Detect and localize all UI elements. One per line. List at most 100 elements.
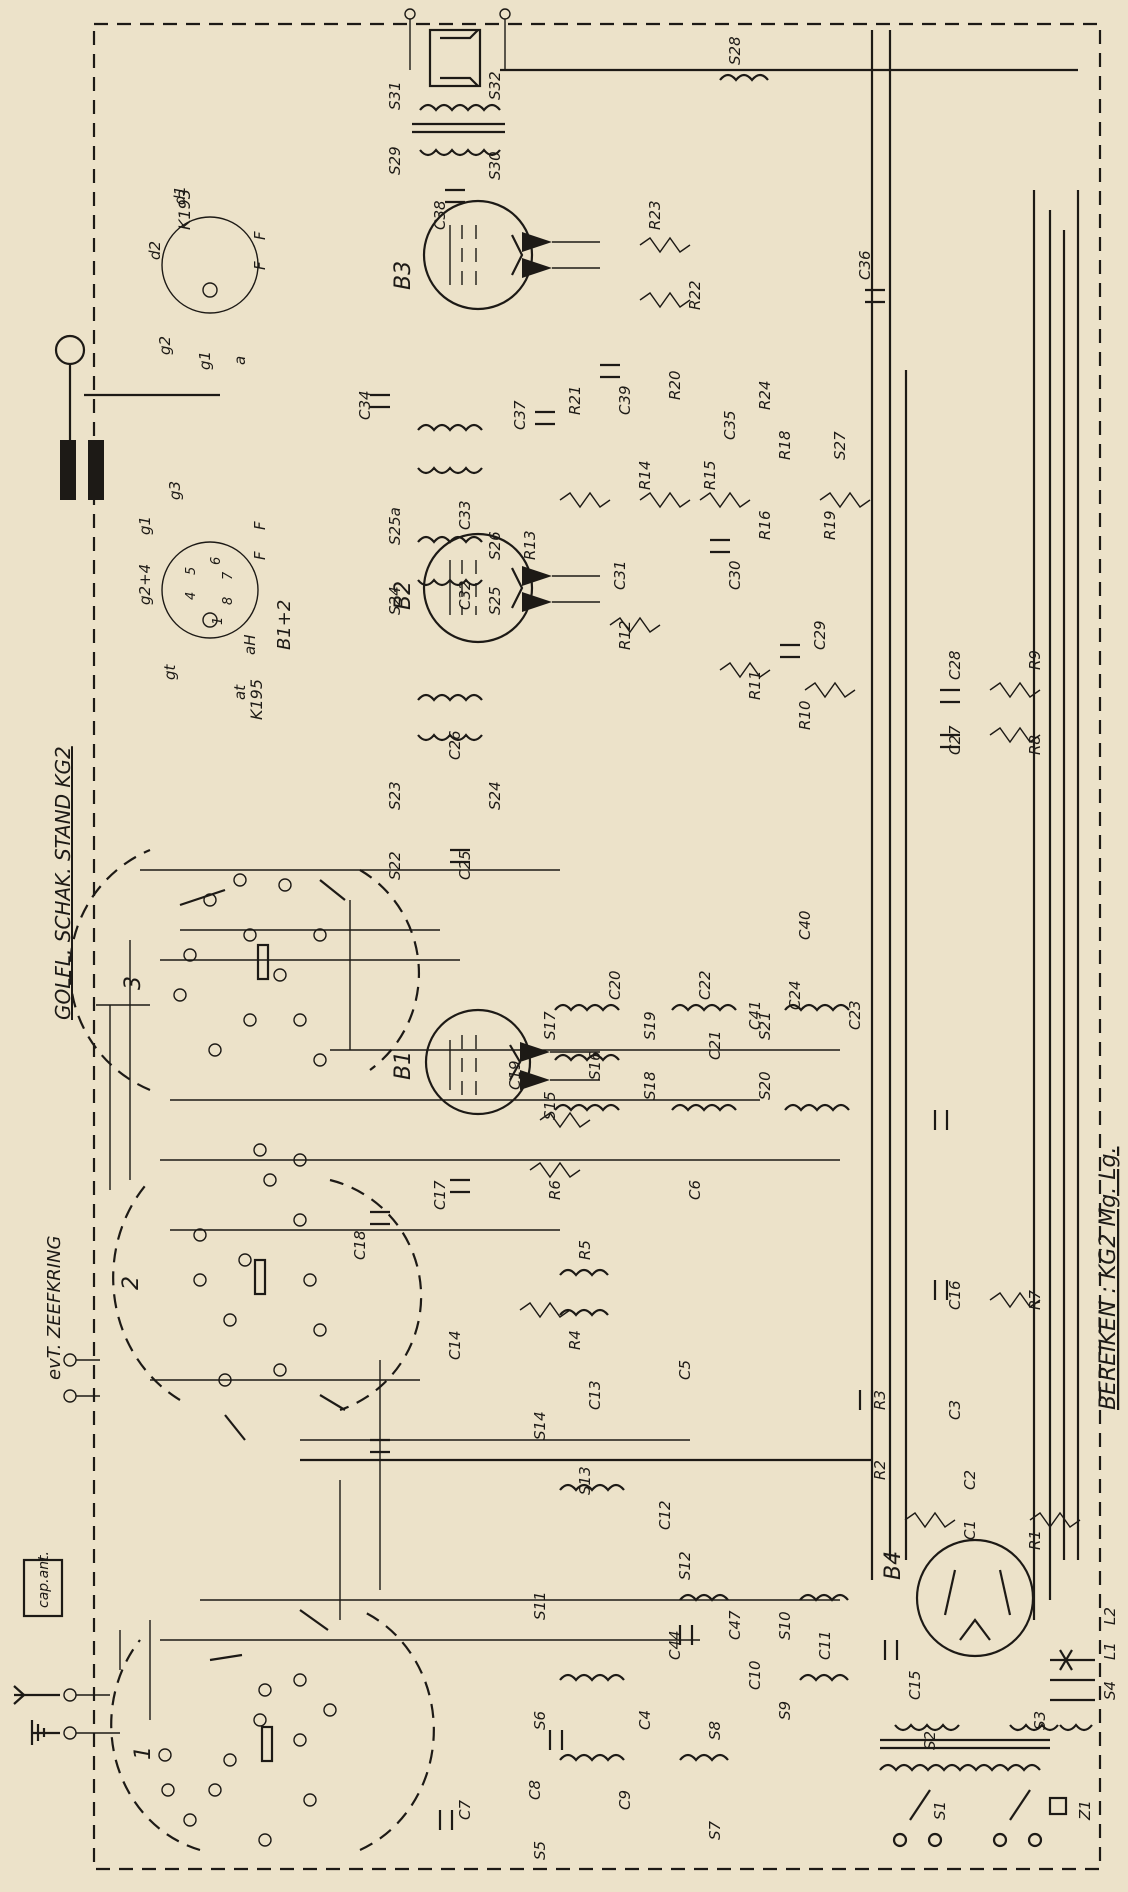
label-c33: C33: [456, 500, 474, 530]
label-s29: S28: [726, 36, 744, 65]
output-transformer: [412, 103, 505, 157]
label-c4: C4: [636, 1710, 654, 1730]
label-r15: R15: [701, 460, 719, 490]
pinout-b12-pin8: 7: [221, 571, 236, 580]
label-c35: C35: [721, 410, 739, 440]
bereiken-note: BEREIKEN : KG2 Mg. Lg.: [1096, 1147, 1121, 1410]
label-r22: R22: [686, 280, 704, 310]
label-c30: C30: [726, 560, 744, 590]
label-c8: C8: [526, 1780, 544, 1800]
label-r16: R16: [756, 510, 774, 540]
label-r9: R9: [1026, 650, 1044, 670]
label-c14: C14: [446, 1330, 464, 1360]
label-c25: C25: [456, 850, 474, 880]
tube-b4: B4: [881, 1538, 1035, 1658]
label-s16: S16: [586, 1051, 604, 1080]
pinout-b12-g3: g3: [166, 481, 184, 500]
label-s11: S11: [531, 1591, 549, 1620]
label-c24: C24: [786, 980, 804, 1010]
label-c31: C31: [611, 560, 629, 590]
label-r10: R10: [796, 700, 814, 730]
label-c37: C37: [511, 400, 529, 430]
label-s25: S24: [386, 586, 404, 615]
label-c1: C1: [961, 1520, 979, 1540]
label-s3: S3: [1031, 1711, 1049, 1730]
pinout-b12-pin6: 5: [184, 567, 199, 575]
tube-b1-label: B1: [391, 1051, 416, 1080]
label-s24: S24: [486, 781, 504, 810]
label-c32: C32: [456, 580, 474, 610]
speaker: [404, 8, 511, 88]
label-c41: C41: [746, 1000, 764, 1030]
label-s32: S31: [386, 81, 404, 110]
label-s9: S9: [776, 1701, 794, 1720]
pinout-b3-d1: d1: [171, 186, 189, 205]
label-s13: S13: [576, 1466, 594, 1495]
label-c20: C20: [606, 970, 624, 1000]
label-s19: S19: [641, 1011, 659, 1040]
label-c13: C13: [586, 1380, 604, 1410]
label-l2: L2: [1101, 1607, 1119, 1625]
label-r11: R11: [746, 670, 764, 700]
label-c34: C34: [356, 390, 374, 420]
label-r18: R18: [776, 430, 794, 460]
label-s27: S26: [486, 531, 504, 560]
pinout-b12-pin7: 6: [209, 557, 224, 565]
label-c29: C29: [811, 620, 829, 650]
pinout-b3-g1: g1: [196, 351, 214, 370]
label-s17: S17: [541, 1011, 559, 1040]
pinout-b3-type: K193: [175, 189, 194, 230]
pinout-b3-d2: d2: [146, 241, 164, 260]
label-c7: C7: [456, 1800, 474, 1820]
label-r6: R6: [546, 1180, 564, 1200]
label-c3: C3: [946, 1400, 964, 1420]
label-r2: R2: [871, 1460, 889, 1480]
label-s12: S12: [676, 1551, 694, 1580]
label-c36: C36: [856, 250, 874, 280]
label-s20: S20: [756, 1071, 774, 1100]
pinout-b12-pin9: 8: [221, 597, 236, 605]
pinout-b12-name: B1+2: [274, 600, 295, 650]
label-c17: C17: [431, 1180, 449, 1210]
label-r13: R13: [521, 530, 539, 560]
coil-bank: [417, 423, 1093, 1772]
pinout-b12: B1+2 K195 g2+4 g1 g3 gt at aH F F 4 5 6 …: [136, 481, 295, 720]
label-s33: S32: [486, 71, 504, 100]
label-c15: C15: [906, 1670, 924, 1700]
label-c16: C16: [946, 1280, 964, 1310]
label-s5: S5: [531, 1841, 549, 1860]
pinout-b12-gt: gt: [161, 663, 179, 680]
pinout-b12-f1: F: [251, 551, 269, 560]
label-l1: L1: [1101, 1642, 1119, 1660]
label-s30: S29: [386, 146, 404, 175]
pinout-b12-g1: g1: [136, 516, 154, 535]
filter-note: evT. ZEEFKRING: [44, 1235, 65, 1380]
label-s18: S18: [641, 1071, 659, 1100]
label-c40: C40: [796, 910, 814, 940]
label-s6: S6: [531, 1711, 549, 1730]
pinout-b12-type: K195: [247, 679, 266, 720]
label-c22: C22: [696, 970, 714, 1000]
label-s28: S27: [831, 431, 849, 460]
pinout-b3: K193 g2 d2 d1 g1 a F F: [146, 186, 269, 370]
label-c27: C27: [946, 725, 964, 755]
label-r23: R23: [646, 200, 664, 230]
label-c38: C39: [616, 385, 634, 415]
label-s14: S14: [531, 1411, 549, 1440]
label-r12: R12: [616, 620, 634, 650]
label-r4: R4: [566, 1330, 584, 1350]
band-switch-note: GOLFL. SCHAK. STAND KG2: [51, 746, 75, 1020]
coil-s29: [719, 73, 769, 82]
pinout-b3-f2: F: [251, 231, 269, 240]
label-c44: C44: [666, 1630, 684, 1660]
pinout-b12-pin5: 4: [184, 592, 199, 600]
mains-section: [892, 1649, 1095, 1848]
pinout-b12-at: at: [231, 684, 249, 700]
label-r20: R20: [666, 370, 684, 400]
label-s8: S8: [706, 1721, 724, 1740]
band-switch-wafer-1: [110, 1608, 435, 1852]
label-s21: S21: [756, 1011, 774, 1040]
label-c26: C26: [446, 730, 464, 760]
pinout-b12-g24: g2+4: [136, 564, 154, 605]
